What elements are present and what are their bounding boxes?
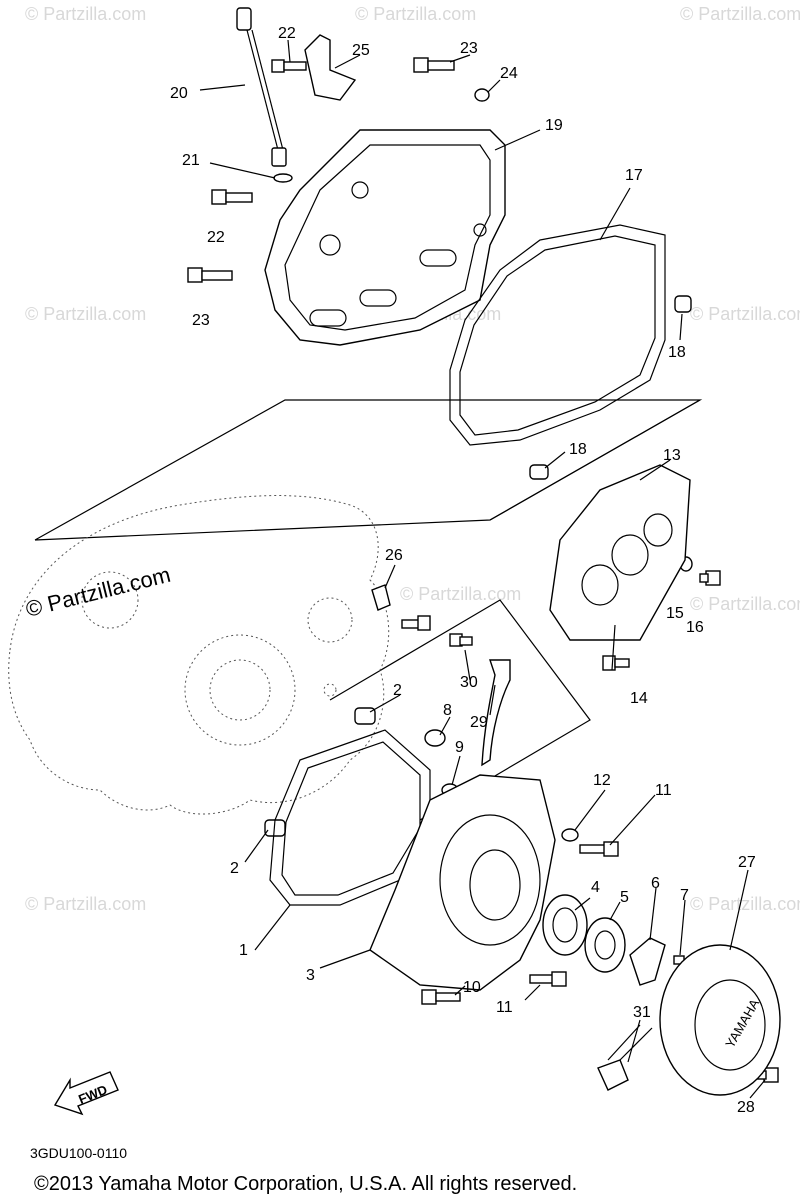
callout-label: 23: [192, 312, 210, 329]
bearing-seal: [542, 894, 666, 986]
sprocket-cover: [549, 464, 691, 641]
callout-label: 24: [500, 65, 518, 82]
callout-label: 18: [569, 441, 587, 458]
callout-label: 9: [455, 739, 464, 756]
callout-label: 29: [470, 714, 488, 731]
crankcase-cover-lower: [369, 774, 556, 991]
callout-label: 14: [630, 690, 648, 707]
o-ring: [273, 173, 293, 183]
callout-label: 22: [207, 229, 225, 246]
generator-cover: YAMAHA: [659, 944, 781, 1096]
callout-label: 1: [239, 942, 248, 959]
callout-label: 31: [633, 1004, 651, 1021]
callout-label: 11: [655, 782, 672, 799]
watermark: © Partzilla.com: [400, 584, 521, 604]
callout-label: 19: [545, 117, 563, 134]
watermark: © Partzilla.com: [25, 4, 146, 24]
callout-label: 3: [306, 967, 315, 984]
gasket-lower: [269, 729, 431, 906]
watermark: © Partzilla.com: [25, 304, 146, 324]
watermark: © Partzilla.com: [25, 894, 146, 914]
callout-label: 25: [352, 42, 370, 59]
fwd-arrow: FWD: [53, 1071, 119, 1116]
callout-label: 8: [443, 702, 452, 719]
watermark: © Partzilla.com: [690, 894, 800, 914]
leader-lines: [199, 39, 766, 1099]
callout-label: 2: [393, 682, 402, 699]
clutch-cover-upper: [264, 129, 506, 346]
chain-guide: [481, 659, 511, 767]
watermark: © Partzilla.com: [690, 594, 800, 614]
callout-label: 17: [625, 167, 643, 184]
callout-label: 20: [170, 85, 188, 102]
callout-label: 18: [668, 344, 686, 361]
callout-label: 10: [463, 979, 481, 996]
watermark: © Partzilla.com: [680, 4, 800, 24]
callout-label: 22: [278, 25, 296, 42]
callout-label: 27: [738, 854, 756, 871]
alignment-frames: [34, 399, 703, 821]
callout-label: 21: [182, 152, 200, 169]
callout-label: 6: [651, 875, 660, 892]
watermark: © Partzilla.com: [690, 304, 800, 324]
callouts: 1 2 2 3 4 5 6 7 8 9 10 11 11 12 13 14 15…: [170, 25, 756, 1116]
callout-label: 7: [680, 887, 689, 904]
dipstick: [236, 7, 287, 167]
callout-label: 4: [591, 879, 600, 896]
callout-label: 5: [620, 889, 629, 906]
partzilla-watermark: © Partzilla.com: [23, 562, 173, 622]
diagram-code: 3GDU100-0110: [30, 1145, 127, 1161]
callout-label: 23: [460, 40, 478, 57]
callout-label: 30: [460, 674, 478, 691]
callout-label: 15: [666, 605, 684, 622]
crankcase-outline: [8, 495, 390, 815]
callout-label: 12: [593, 772, 611, 789]
callout-label: 26: [385, 547, 403, 564]
callout-label: 11: [496, 999, 513, 1016]
callout-label: 2: [230, 860, 239, 877]
copyright-text: ©2013 Yamaha Motor Corporation, U.S.A. A…: [34, 1173, 577, 1195]
callout-label: 28: [737, 1099, 755, 1116]
callout-label: 16: [686, 619, 704, 636]
gasket-upper: [449, 224, 666, 446]
watermark-group: © Partzilla.com © Partzilla.com © Partzi…: [25, 4, 800, 914]
watermark: © Partzilla.com: [355, 4, 476, 24]
callout-label: 13: [663, 447, 681, 464]
